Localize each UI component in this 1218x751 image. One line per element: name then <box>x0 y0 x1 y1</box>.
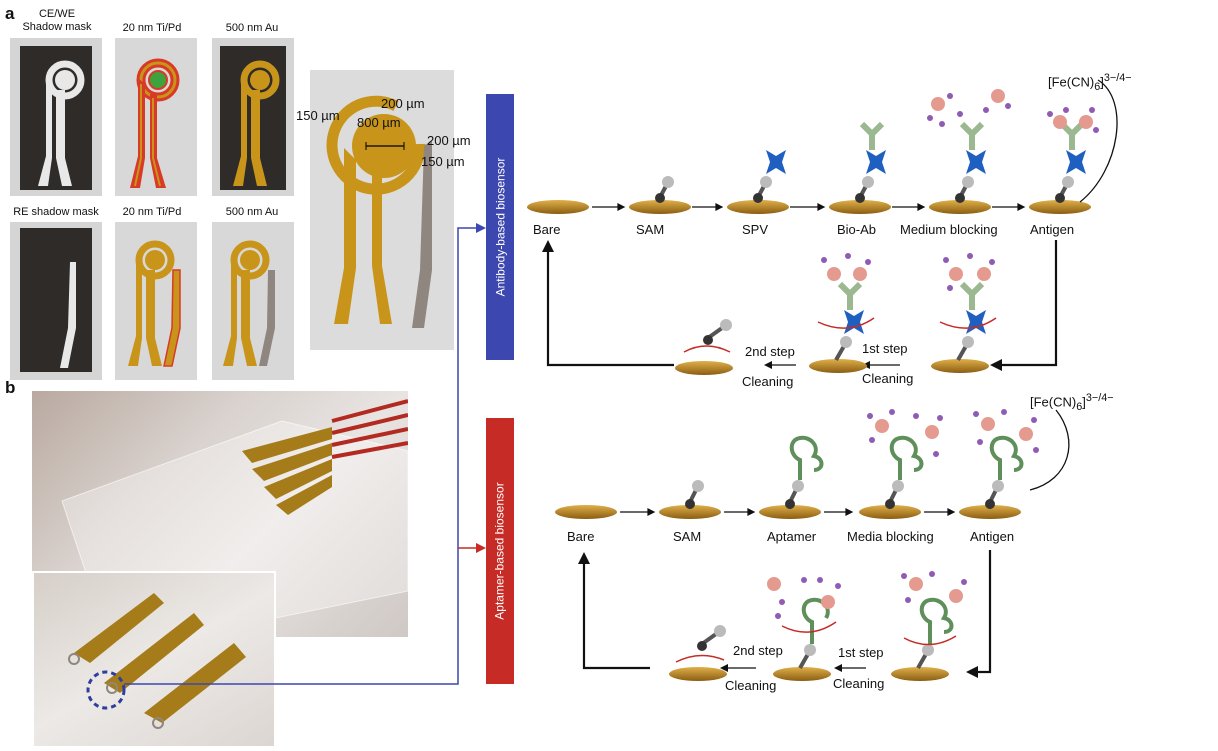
antibody-return-loop <box>542 240 1058 371</box>
aptamer-band: Aptamer-based biosensor <box>486 418 514 684</box>
au-layer-top <box>212 38 294 196</box>
panel-a-letter: a <box>5 4 15 23</box>
ce-we-mask-caption: CE/WE Shadow mask <box>22 8 92 33</box>
re-shadow-mask <box>10 222 102 380</box>
cleaning-disc-1 <box>931 253 997 373</box>
apt-disc-aptamer <box>759 435 824 519</box>
apt-disc-antigen <box>959 409 1070 519</box>
apt-cleaning-disc-1 <box>891 571 967 681</box>
dim-label-5: 150 µm <box>421 154 465 169</box>
ab-step-spv: SPV <box>742 222 769 237</box>
cleaning-disc-3 <box>675 319 733 375</box>
device-photo-closeup <box>32 571 276 748</box>
disc-bare <box>527 200 589 214</box>
electrode-detail <box>310 70 454 350</box>
cleaning-disc-2 <box>809 253 875 373</box>
apt-step-antigen: Antigen <box>970 529 1015 544</box>
ab-step-antigen: Antigen <box>1030 222 1075 237</box>
disc-antigen <box>1029 79 1118 214</box>
apt-step-bare: Bare <box>567 529 595 544</box>
ce-we-shadow-mask <box>10 38 102 196</box>
apt-clean1-cleaning: Cleaning <box>833 676 885 691</box>
au-caption-bottom: 500 nm Au <box>225 206 279 218</box>
apt-disc-media-blocking <box>859 409 943 519</box>
aptamer-workflow <box>555 409 1070 681</box>
apt-step-media-blocking: Media blocking <box>847 529 934 544</box>
ab-step-medium-blocking: Medium blocking <box>900 222 998 237</box>
dim-label-1: 150 µm <box>296 108 340 123</box>
panel-b-letter: b <box>5 378 16 397</box>
ab-step-bio-ab: Bio-Ab <box>837 222 877 237</box>
disc-spv <box>727 150 789 214</box>
dim-label-4: 200 µm <box>427 133 471 148</box>
ab-step-bare: Bare <box>533 222 561 237</box>
apt-cleaning-disc-3 <box>669 625 727 681</box>
ti-pd-caption-bottom: 20 nm Ti/Pd <box>122 206 182 218</box>
ti-pd-caption-top: 20 nm Ti/Pd <box>122 22 182 34</box>
antibody-band-label: Antibody-based biosensor <box>493 157 508 297</box>
disc-medium-blocking <box>927 89 1011 214</box>
closeup-sketch <box>68 593 246 729</box>
au-caption-top: 500 nm Au <box>225 22 279 34</box>
disc-sam <box>629 176 691 214</box>
disc-bio-ab <box>829 121 891 214</box>
zoom-circle <box>86 670 126 710</box>
aptamer-forward-arrows <box>620 508 956 516</box>
aptamer-band-label: Aptamer-based biosensor <box>493 482 508 620</box>
antibody-band: Antibody-based biosensor <box>486 94 514 360</box>
antibody-workflow <box>527 79 1118 375</box>
apt-clean2-cleaning: Cleaning <box>725 678 777 693</box>
fabrication-steps-graphic <box>10 38 294 380</box>
re-mask-caption: RE shadow mask <box>13 206 99 218</box>
apt-disc-bare <box>555 505 617 519</box>
link-to-antibody <box>124 227 478 685</box>
ab-clean1-cleaning: Cleaning <box>862 371 914 386</box>
au-layer-bottom <box>212 222 294 380</box>
apt-disc-sam <box>659 480 721 519</box>
ab-redox-label: [Fe(CN)6]3−/4− <box>1048 72 1132 93</box>
ab-clean1-step: 1st step <box>862 341 908 356</box>
aptamer-return-loop <box>578 550 992 678</box>
dim-label-3: 800 µm <box>357 115 401 130</box>
apt-cleaning-disc-2 <box>767 577 841 681</box>
apt-clean2-step: 2nd step <box>733 643 783 658</box>
apt-clean1-step: 1st step <box>838 645 884 660</box>
ti-pd-layer-bottom <box>115 222 197 380</box>
ti-pd-layer-top <box>115 38 197 196</box>
ab-step-sam: SAM <box>636 222 665 237</box>
ab-clean2-step: 2nd step <box>745 344 795 359</box>
dim-label-2: 200 µm <box>381 96 425 111</box>
apt-step-aptamer: Aptamer <box>767 529 817 544</box>
apt-step-sam: SAM <box>673 529 702 544</box>
antibody-forward-arrows <box>592 203 1026 211</box>
apt-redox-label: [Fe(CN)6]3−/4− <box>1030 392 1114 413</box>
ab-clean2-cleaning: Cleaning <box>742 374 794 389</box>
